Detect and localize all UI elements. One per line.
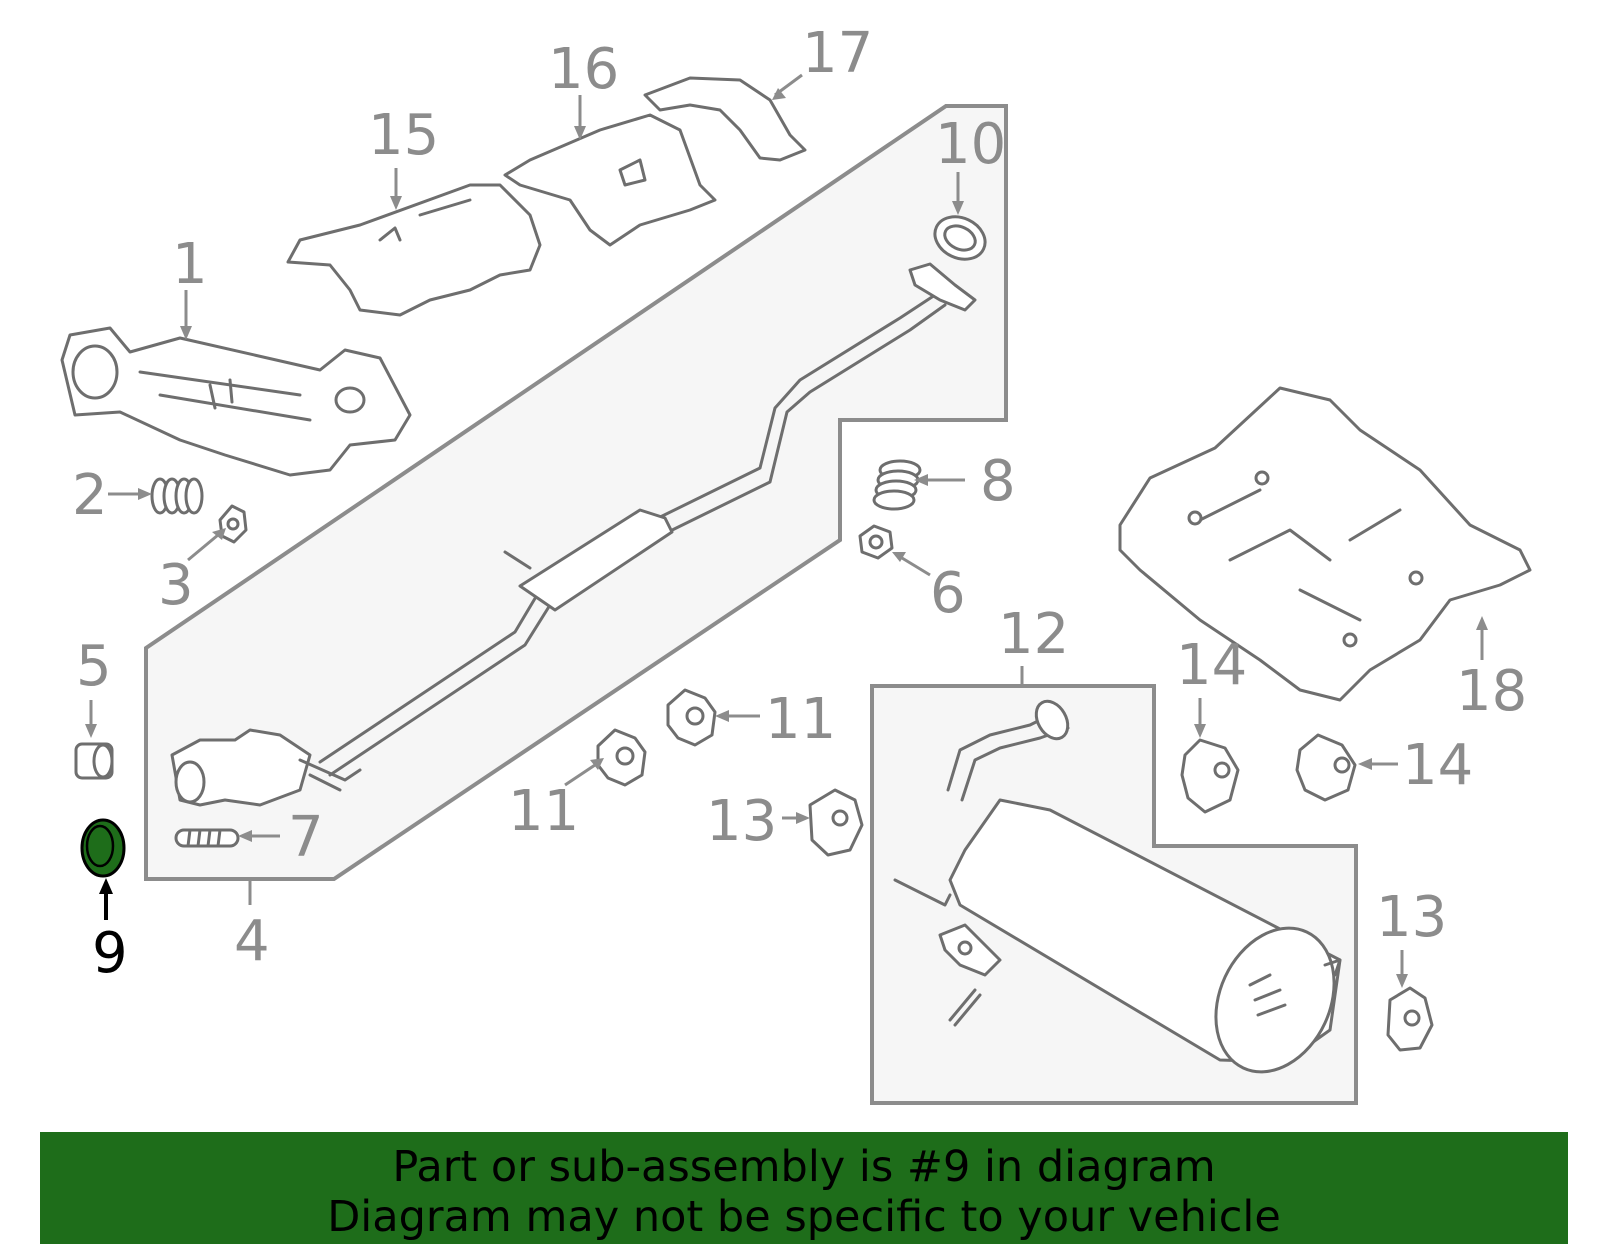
callout-10: 10 — [935, 112, 1006, 177]
assembly-box-4 — [144, 104, 1008, 881]
callout-2: 2 — [72, 463, 108, 528]
callout-1: 1 — [172, 232, 208, 297]
part-14-hanger-right — [1295, 733, 1357, 802]
callout-11-lower: 11 — [508, 779, 579, 844]
part-3-nut — [218, 504, 248, 544]
callout-8: 8 — [980, 449, 1016, 514]
part-8-spring — [872, 459, 922, 511]
callout-14-right: 14 — [1402, 733, 1473, 798]
callout-13-right: 13 — [1376, 885, 1447, 950]
part-2-spring — [150, 477, 204, 515]
callout-15: 15 — [368, 103, 439, 168]
callout-12: 12 — [998, 602, 1069, 667]
part-16-heat-shield — [503, 113, 717, 247]
part-18-floor-heat-shield — [1118, 386, 1532, 702]
callout-7: 7 — [288, 805, 324, 870]
leader-lines — [85, 73, 1488, 988]
callout-18: 18 — [1456, 659, 1527, 724]
callout-3: 3 — [158, 553, 194, 618]
part-7-stud — [174, 828, 240, 848]
part-11-hanger-lower — [596, 728, 647, 787]
part-5-nut — [74, 742, 114, 780]
callout-5: 5 — [76, 634, 112, 699]
part-6-nut — [858, 524, 894, 560]
part-15-heat-shield — [286, 183, 542, 317]
part-14-hanger-left — [1180, 738, 1240, 814]
part-1-catalytic-converter — [60, 326, 412, 477]
callout-9: 9 — [92, 921, 128, 986]
banner-line-part-number: Part or sub-assembly is #9 in diagram — [392, 1142, 1216, 1192]
callout-11-upper: 11 — [765, 687, 836, 752]
part-10-gasket — [933, 215, 987, 261]
part-17-heat-shield — [643, 76, 807, 162]
callout-16: 16 — [548, 37, 619, 102]
callout-13-left: 13 — [706, 789, 777, 854]
callout-labels: 1 2 3 5 9 4 7 8 6 10 11 11 12 13 13 14 1… — [72, 21, 1527, 986]
part-13-hanger-left — [808, 788, 864, 857]
part-13-hanger-right — [1386, 986, 1434, 1052]
callout-6: 6 — [930, 561, 966, 626]
part-4-front-pipe — [170, 262, 977, 807]
part-9-gasket — [80, 818, 126, 878]
part-11-hanger-upper — [666, 688, 717, 747]
callout-4: 4 — [234, 909, 270, 974]
callout-17: 17 — [802, 21, 873, 86]
part-12-muffler — [893, 699, 1342, 1074]
banner-line-disclaimer: Diagram may not be specific to your vehi… — [327, 1192, 1281, 1242]
callout-14-left: 14 — [1176, 633, 1247, 698]
info-banner: Part or sub-assembly is #9 in diagram Di… — [40, 1132, 1568, 1244]
